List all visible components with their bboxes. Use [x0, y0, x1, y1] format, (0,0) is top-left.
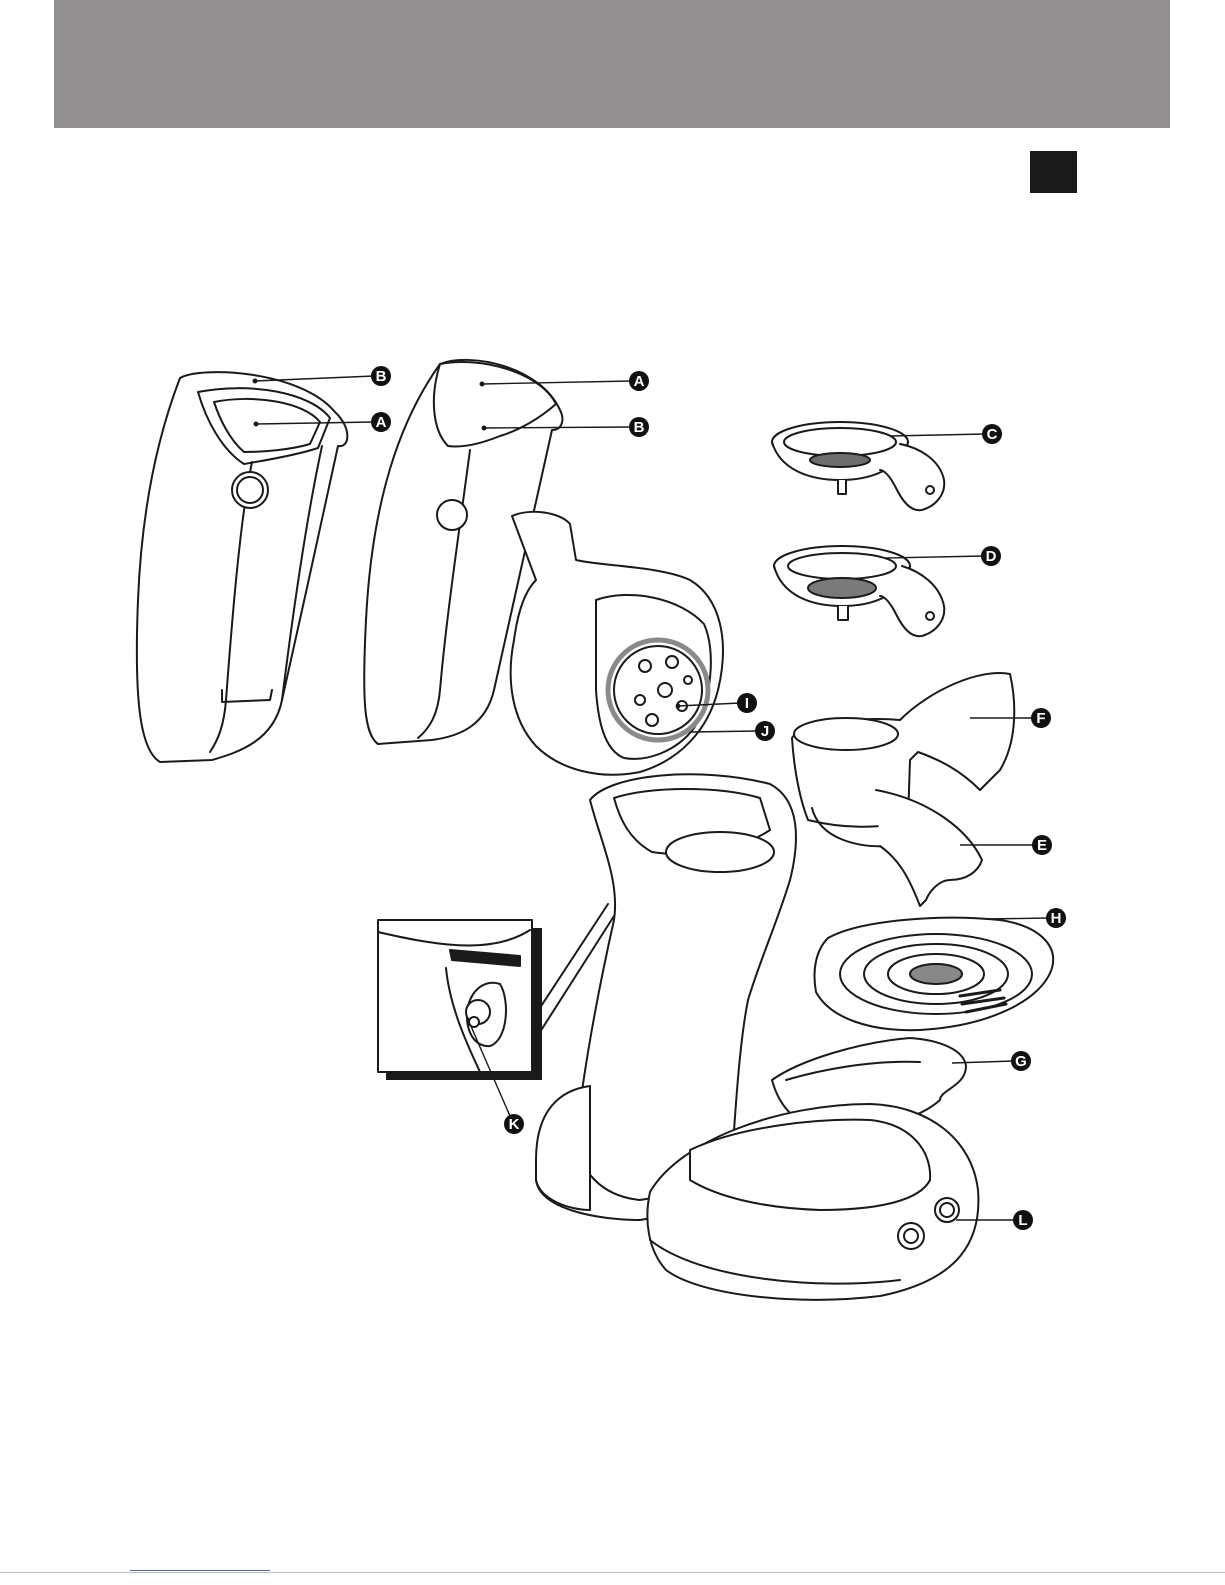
footer-link-underline: [130, 1570, 270, 1571]
callout-badge-b-left: B: [371, 366, 391, 386]
callout-badge-h: H: [1046, 908, 1066, 928]
svg-text:H: H: [1051, 910, 1062, 927]
callout-badge-g: G: [1011, 1051, 1031, 1071]
svg-text:A: A: [634, 373, 645, 390]
callout-badge-d: D: [981, 546, 1001, 566]
callout-badge-f: F: [1031, 708, 1051, 728]
callout-badge-a-right: A: [629, 371, 649, 391]
svg-text:G: G: [1015, 1053, 1027, 1070]
svg-text:B: B: [634, 419, 645, 436]
callout-badge-b-right: B: [629, 417, 649, 437]
callout-badge-e: E: [1032, 835, 1052, 855]
svg-text:E: E: [1037, 837, 1047, 854]
callout-badge-c: C: [982, 424, 1002, 444]
callout-badge-j: J: [755, 721, 775, 741]
svg-text:L: L: [1018, 1212, 1027, 1229]
coffee-spout: [792, 673, 1014, 906]
callout-badge-k: K: [504, 1114, 524, 1134]
svg-text:K: K: [509, 1116, 520, 1133]
side-panel-left: [137, 372, 348, 762]
detail-inset: [378, 904, 614, 1080]
footer-rule: [0, 1572, 1225, 1573]
pod-holder-two-cup: [774, 546, 944, 636]
svg-text:C: C: [987, 426, 998, 443]
callout-badge-l: L: [1013, 1210, 1033, 1230]
callout-badge-a-left: A: [371, 412, 391, 432]
svg-text:I: I: [745, 695, 749, 712]
svg-text:A: A: [376, 414, 387, 431]
callout-badge-i: I: [737, 693, 757, 713]
lid: [511, 512, 723, 775]
drip-tray-grid: [815, 918, 1054, 1030]
svg-text:D: D: [986, 548, 997, 565]
svg-text:F: F: [1036, 710, 1045, 727]
svg-text:B: B: [376, 368, 387, 385]
svg-text:J: J: [761, 723, 769, 740]
